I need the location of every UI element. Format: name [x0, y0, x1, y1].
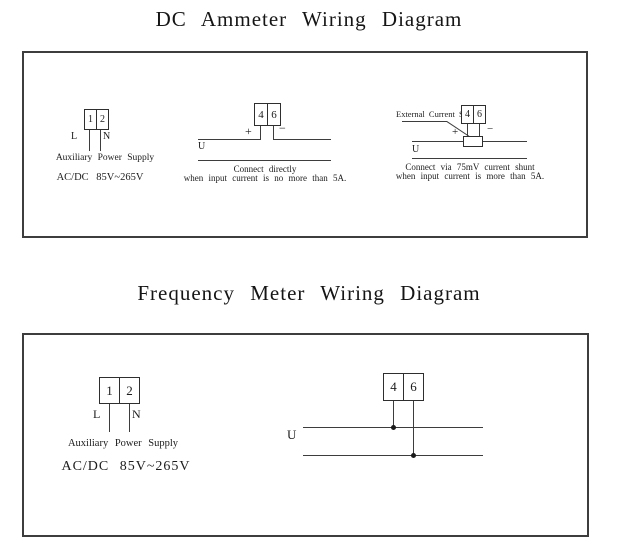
- wire-line-l: [89, 130, 90, 151]
- freq-aux-rating-label: AC/DC 85V~265V: [61, 459, 191, 474]
- label-n: N: [103, 131, 111, 142]
- wire-terminal-4: [467, 124, 468, 137]
- bus-line-plus: [198, 139, 261, 140]
- label-n: N: [132, 407, 141, 421]
- polarity-plus: +: [452, 126, 459, 138]
- wire-line-n: [100, 130, 101, 151]
- dc-aux-rating-label: AC/DC 85V~265V: [56, 172, 144, 183]
- wire-line-l: [109, 404, 110, 432]
- dc-direct-caption-2: when input current is no more than 5A.: [183, 173, 347, 183]
- frequency-meter-panel-border: [22, 333, 589, 537]
- terminal-2: 2: [96, 109, 109, 130]
- label-l: L: [93, 407, 101, 421]
- dc-aux-terminal-block: 1 2: [84, 109, 109, 130]
- wire-terminal-6: [273, 126, 274, 139]
- leader-underline: [402, 121, 447, 122]
- wire-terminal-4: [260, 126, 261, 139]
- terminal-4: 4: [254, 103, 268, 126]
- dc-shunt-caption-2: when input current is more than 5A.: [395, 171, 545, 181]
- voltage-label-u: U: [412, 144, 420, 155]
- freq-input-terminal-block: 4 6: [383, 373, 424, 401]
- bus-line-lower: [412, 158, 527, 159]
- junction-dot-lower: [411, 453, 416, 458]
- dc-ammeter-panel-border: [22, 51, 588, 238]
- frequency-meter-title: Frequency Meter Wiring Diagram: [137, 281, 481, 305]
- terminal-1: 1: [99, 377, 120, 404]
- wire-terminal-6: [413, 401, 414, 455]
- dc-ammeter-title: DC Ammeter Wiring Diagram: [155, 7, 463, 31]
- bus-line-plus: [412, 141, 464, 142]
- bus-line-lower: [198, 160, 331, 161]
- dc-direct-terminal-block: 4 6: [254, 103, 281, 126]
- external-current-shunt-label: External Current Shunt: [396, 109, 479, 119]
- polarity-plus: +: [245, 124, 252, 138]
- bus-line-lower: [303, 455, 483, 456]
- dc-shunt-terminal-block: 4 6: [461, 105, 486, 124]
- dc-shunt-caption-1: Connect via 75mV current shunt: [405, 162, 535, 172]
- freq-aux-terminal-block: 1 2: [99, 377, 140, 404]
- polarity-minus: −: [487, 123, 494, 135]
- terminal-6: 6: [403, 373, 424, 401]
- bus-line-minus: [482, 141, 527, 142]
- wire-line-n: [129, 404, 130, 432]
- wire-terminal-4: [393, 401, 394, 427]
- polarity-minus: −: [279, 121, 286, 135]
- freq-aux-power-supply-label: Auxiliary Power Supply: [67, 438, 179, 449]
- terminal-6: 6: [473, 105, 486, 124]
- bus-line-minus: [273, 139, 331, 140]
- voltage-label-u: U: [287, 427, 297, 442]
- wire-terminal-6: [479, 124, 480, 137]
- shunt-resistor-box: [463, 136, 483, 147]
- terminal-2: 2: [119, 377, 140, 404]
- terminal-4: 4: [383, 373, 404, 401]
- terminal-6: 6: [267, 103, 281, 126]
- junction-dot-upper: [391, 425, 396, 430]
- voltage-label-u: U: [198, 141, 206, 152]
- dc-direct-caption-1: Connect directly: [233, 164, 297, 174]
- label-l: L: [71, 131, 78, 142]
- dc-aux-power-supply-label: Auxiliary Power Supply: [55, 153, 155, 163]
